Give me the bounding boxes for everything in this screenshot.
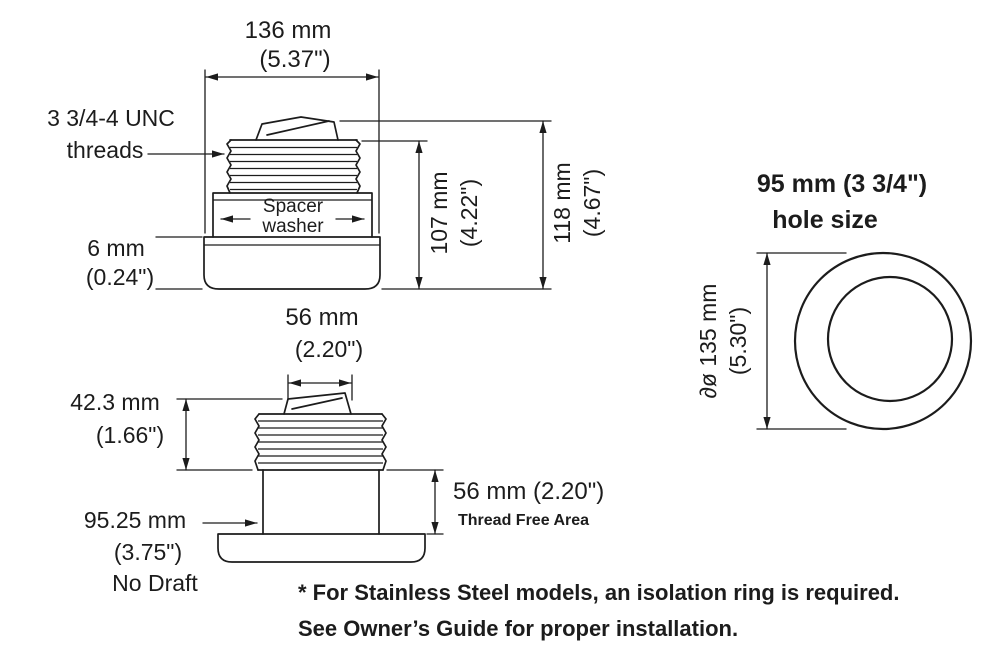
spacer-washer-callout: Spacer washer (220, 196, 365, 237)
nodraft-inch-label: (3.75") (114, 539, 182, 565)
outer-circle (793, 251, 973, 431)
footnote-line2: See Owner’s Guide for proper installatio… (298, 616, 738, 641)
nodraft-mm-label: 95.25 mm (84, 507, 186, 533)
threads-label-line1: 3 3/4-4 UNC (47, 105, 175, 131)
top-view: 136 mm (5.37") 3 3/4-4 UNC threads (47, 17, 605, 290)
hole-view: 95 mm (3 3/4") hole size ∂ø 135 mm (5.30… (695, 170, 973, 431)
cap-detail-line (291, 397, 343, 410)
stem-width-dimension: 56 mm (2.20") (285, 304, 363, 401)
flange (217, 533, 426, 563)
no-draft-dimension: 95.25 mm (3.75") No Draft (84, 507, 258, 596)
tfa-text-label: Thread Free Area (458, 512, 589, 529)
threadh-mm-label: 42.3 mm (70, 389, 159, 415)
height118-inch-label: (4.67") (579, 169, 605, 237)
top-width-inch-label: (5.37") (259, 46, 330, 73)
thread-hatch (258, 420, 383, 464)
thread-right-edge (381, 413, 387, 471)
overall-height-dimension: 118 mm (4.67") (339, 120, 605, 290)
hole-drawing (793, 251, 973, 431)
thread-free-dimension: 56 mm (2.20") Thread Free Area (386, 469, 604, 535)
washer-body (212, 192, 373, 238)
spacer-label-line1: Spacer (263, 196, 324, 217)
lip-dimension: 6 mm (0.24") (86, 235, 203, 290)
lip-mm-label: 6 mm (87, 235, 145, 261)
thread-height-dimension: 42.3 mm (1.66") (70, 389, 283, 471)
footnote: * For Stainless Steel models, an isolati… (298, 580, 900, 641)
height118-mm-label: 118 mm (549, 162, 575, 243)
hole-dia-mm-label: ∂ø 135 mm (695, 284, 721, 399)
threadh-inch-label: (1.66") (96, 422, 164, 448)
top-width-mm-label: 136 mm (245, 17, 332, 44)
thread-right-edge (355, 139, 361, 194)
threads-callout: 3 3/4-4 UNC threads (47, 105, 225, 163)
stem-mm-label: 56 mm (285, 304, 358, 331)
threads-label-line2: threads (67, 137, 144, 163)
hole-diameter-dimension: ∂ø 135 mm (5.30") (695, 252, 847, 430)
inner-circle (826, 275, 954, 403)
flange (203, 236, 381, 290)
hole-dia-inch-label: (5.30") (725, 307, 751, 375)
top-width-dimension: 136 mm (5.37") (204, 17, 380, 234)
transducer-cap (255, 116, 339, 141)
front-view-drawing (217, 392, 426, 563)
lip-inch-label: (0.24") (86, 264, 154, 290)
height107-mm-label: 107 mm (426, 171, 452, 254)
nodraft-text-label: No Draft (112, 570, 198, 596)
transducer-cap (283, 392, 352, 415)
cap-detail-line (266, 120, 330, 136)
thread-left-edge (226, 139, 232, 194)
front-view: 56 mm (2.20") (70, 304, 604, 596)
spacer-label-line2: washer (261, 216, 324, 237)
thread-height-dimension: 107 mm (4.22") (361, 140, 482, 290)
hole-title-line1: 95 mm (3 3/4") (757, 170, 927, 198)
thread-left-edge (254, 413, 260, 471)
top-view-drawing (203, 116, 381, 290)
tfa-value-label: 56 mm (2.20") (453, 478, 604, 505)
thread-hatch (230, 146, 357, 191)
footnote-line1: * For Stainless Steel models, an isolati… (298, 580, 900, 605)
height107-inch-label: (4.22") (456, 179, 482, 247)
stem-inch-label: (2.20") (295, 336, 363, 362)
hole-title-line2: hole size (772, 206, 878, 234)
